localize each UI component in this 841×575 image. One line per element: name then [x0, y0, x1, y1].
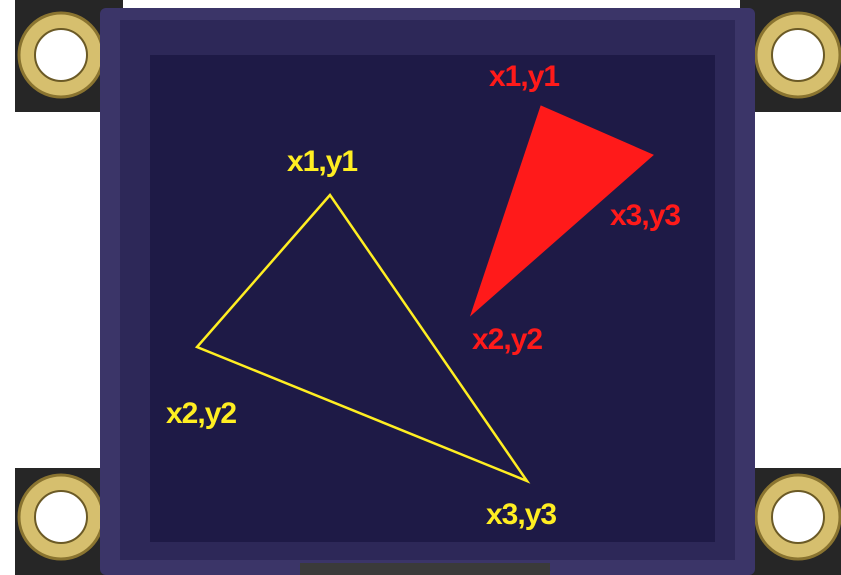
mount-hole-top-right: [754, 11, 841, 99]
filled-triangle-label-x2y2: x2,y2: [472, 323, 543, 356]
mount-hole-bottom-left: [17, 473, 105, 561]
filled-triangle: [469, 105, 654, 317]
outline-triangle: [194, 192, 531, 484]
filled-triangle-label-x3y3: x3,y3: [610, 199, 681, 232]
outline-triangle-label-x3y3: x3,y3: [486, 498, 557, 531]
outline-triangle-label-x2y2: x2,y2: [166, 397, 237, 430]
display-screen: [150, 55, 715, 542]
filled-triangle-label-x1y1: x1,y1: [489, 60, 560, 93]
outline-triangle-label-x1y1: x1,y1: [287, 145, 358, 178]
flex-connector: [300, 563, 550, 575]
mount-hole-bottom-right: [754, 473, 841, 561]
mount-hole-top-left: [17, 11, 105, 99]
